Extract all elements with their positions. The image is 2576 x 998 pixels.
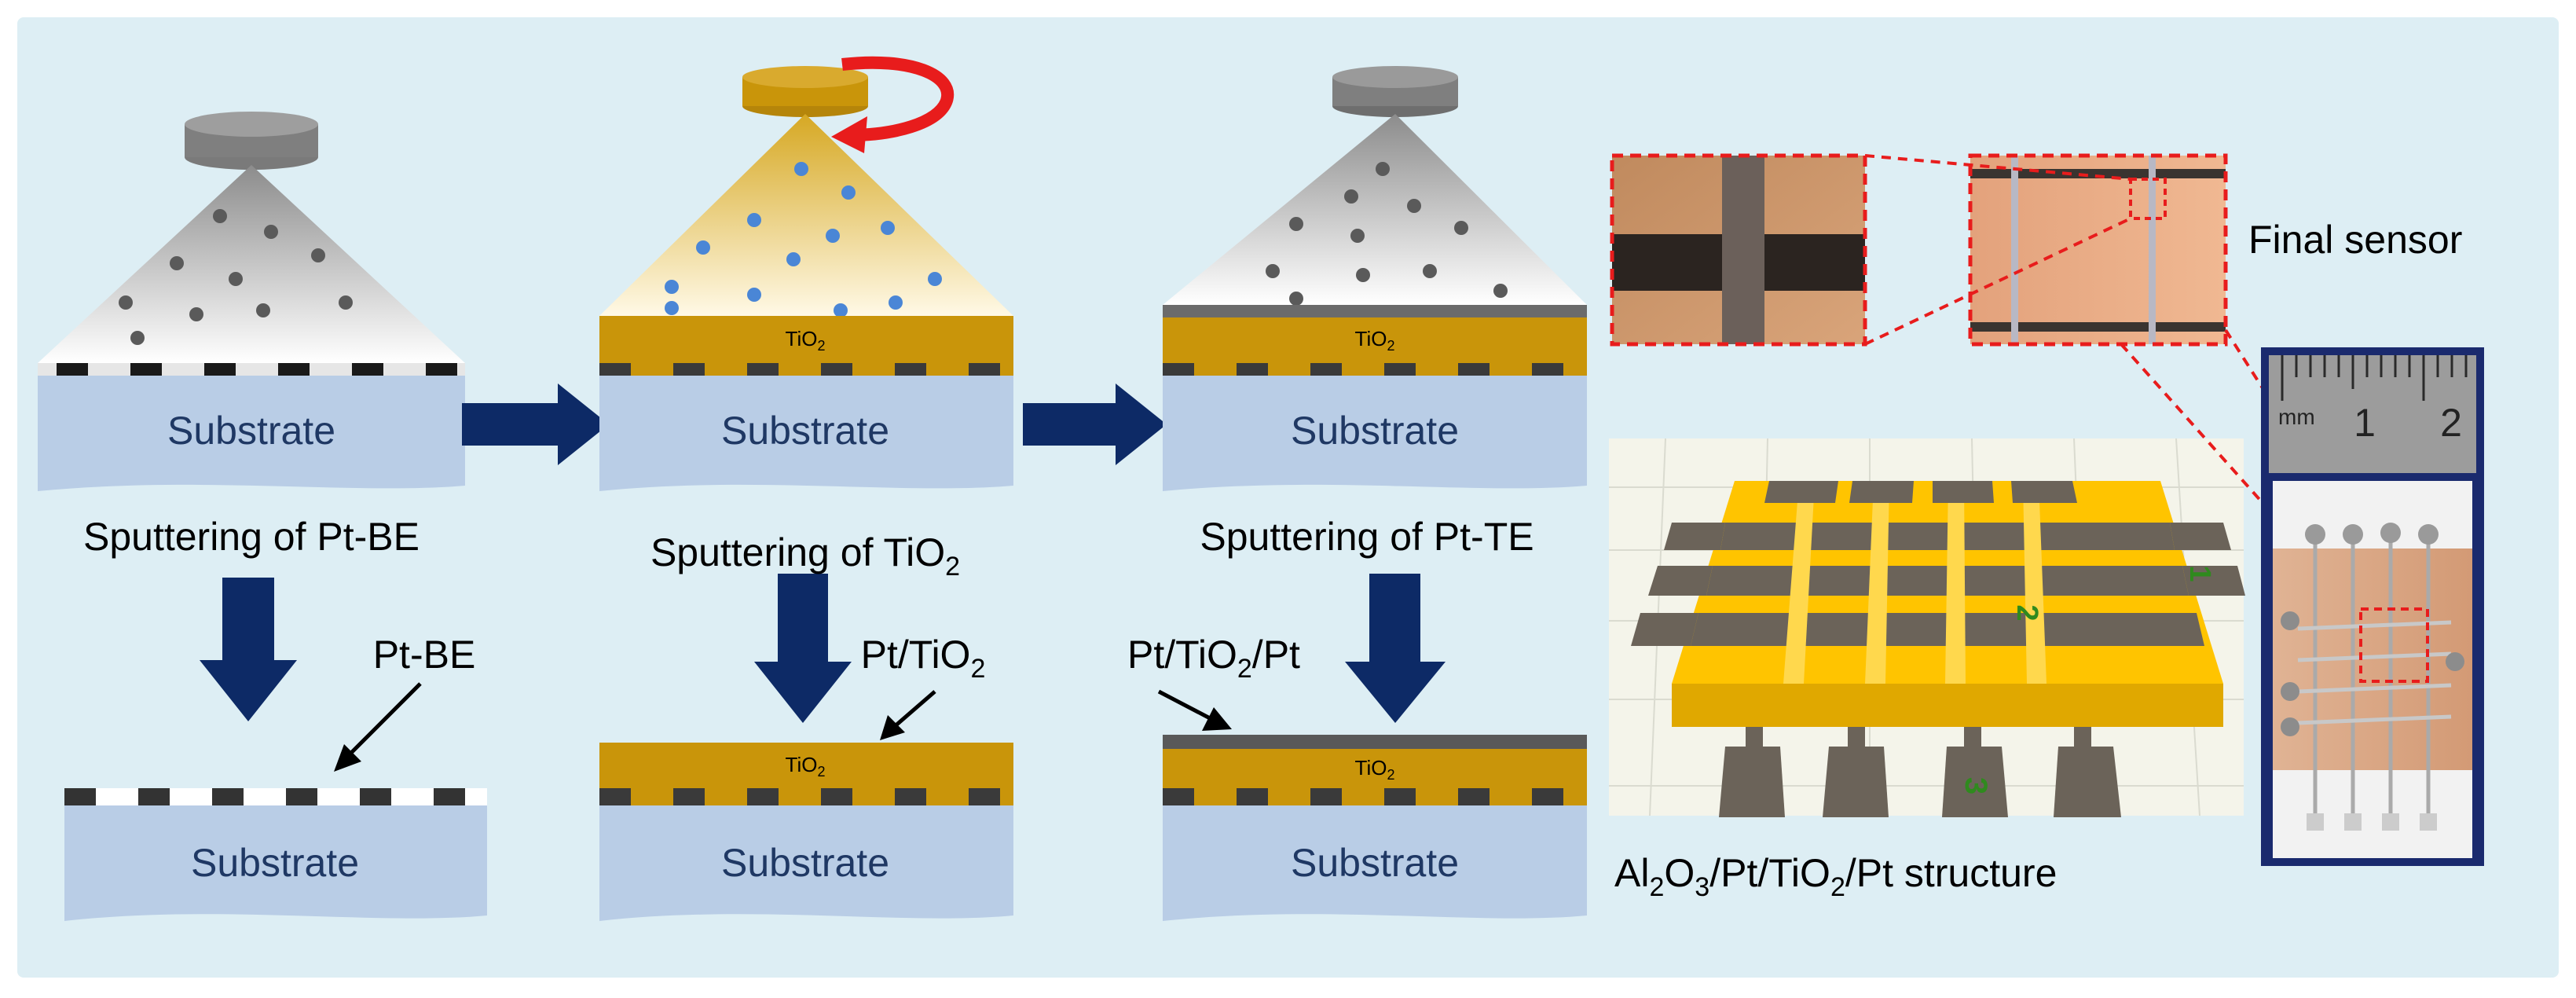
result2-pointer-head	[880, 715, 905, 740]
step1-electrode-stripes	[57, 363, 457, 376]
structure-model: 3 1 2 Al2O3	[1609, 438, 2245, 902]
rotation-arrowhead	[831, 116, 867, 153]
step1-result: Substrate Pt-BE	[64, 633, 487, 921]
step2-substrate-label: Substrate	[721, 409, 889, 453]
sensor-bottom-pads	[2307, 813, 2437, 831]
step2-tio2-label: TiO2	[786, 327, 826, 354]
result1-pointer-line	[348, 682, 422, 756]
model-label-2: 2	[2010, 604, 2043, 621]
step2-plume	[599, 114, 1013, 316]
ruler-unit: mm	[2278, 405, 2315, 429]
model-bottom-leads	[1746, 723, 2091, 747]
structure-label: Al2O3/Pt/TiO2/Pt structure	[1614, 851, 2057, 902]
model-label-1: 1	[2183, 565, 2216, 582]
result1-label: Pt-BE	[373, 633, 476, 677]
result2-electrode-stripes	[599, 788, 1000, 805]
result2-tio2-layer	[599, 743, 1013, 788]
sensor-top-bond-pads	[2305, 523, 2439, 545]
result2-substrate	[599, 805, 1013, 921]
sensor-photo: mm 1 2	[2261, 347, 2484, 866]
result3-tio2-layer	[1163, 749, 1587, 788]
result2-substrate-label: Substrate	[721, 841, 889, 885]
step3-tio2-label: TiO2	[1355, 327, 1395, 354]
result3-pointer-head	[1202, 707, 1232, 731]
step3-particles	[1266, 162, 1508, 306]
model-top-pads	[1764, 481, 2077, 503]
step1-sputter: Substrate Sputtering of Pt-BE	[38, 112, 465, 559]
rotation-arrow	[841, 56, 955, 141]
step3-plume	[1163, 114, 1587, 305]
ruler-ticks	[2281, 355, 2468, 401]
step3-tio2-layer	[1163, 317, 1587, 363]
microscope-overview-image	[1968, 153, 2228, 347]
step1-substrate-label: Substrate	[167, 409, 335, 453]
step1-caption: Sputtering of Pt-BE	[83, 515, 420, 559]
model-vertical-electrodes	[1783, 481, 2047, 684]
model-side-pads	[1631, 523, 2245, 646]
arrow-down-step2	[754, 574, 852, 723]
step1-plume	[38, 165, 465, 363]
step2-sputter: TiO2 Substrate Sputtering of TiO2	[599, 56, 1013, 582]
result1-electrode-stripes	[64, 788, 465, 805]
step1-electrode-layer	[38, 363, 465, 376]
result3-top-electrode	[1163, 735, 1587, 749]
ruler-mark-2: 2	[2440, 401, 2462, 445]
step2-electrode-stripes	[599, 363, 1000, 376]
step1-target-top	[185, 112, 318, 137]
result2-electrode-base	[599, 788, 1013, 805]
step2-substrate	[599, 376, 1013, 491]
ruler-mark-1: 1	[2354, 401, 2376, 445]
arrow-down-step3	[1345, 574, 1446, 723]
step1-substrate	[38, 376, 465, 491]
step3-sputter: TiO2 Substrate Sputtering of Pt-TE	[1163, 66, 1587, 559]
result1-electrode-layer	[64, 788, 487, 805]
zoom-box-small	[2129, 178, 2167, 220]
step1-particles	[119, 209, 353, 345]
step2-target-top	[742, 66, 868, 88]
step3-electrode-stripes	[1163, 363, 1563, 376]
result3-electrode-stripes	[1163, 788, 1563, 805]
model-base-side	[1672, 684, 2223, 727]
microscope-zoom-image	[1610, 153, 1867, 347]
model-label-3: 3	[1959, 777, 1993, 794]
result2-tio2-label: TiO2	[786, 753, 826, 780]
step3-result: TiO2 Substrate Pt/TiO2/Pt	[1127, 633, 1587, 921]
arrow-down-step1	[200, 578, 297, 721]
step2-electrode-base	[599, 363, 1013, 376]
sensor-horizontal-lines	[2297, 620, 2452, 725]
result2-pointer-line	[892, 690, 936, 728]
step3-target-top	[1332, 66, 1458, 88]
result3-electrode-base	[1163, 788, 1587, 805]
ruler	[2269, 355, 2476, 473]
step3-substrate-label: Substrate	[1291, 409, 1459, 453]
result3-tio2-label: TiO2	[1355, 756, 1395, 783]
step3-electrode-base	[1163, 363, 1587, 376]
result3-substrate-label: Substrate	[1291, 841, 1459, 885]
result3-pointer-line	[1157, 689, 1213, 721]
result2-label: Pt/TiO2	[861, 633, 986, 684]
arrow-step1-to-step2	[462, 383, 609, 465]
sensor-zoom-box	[2359, 607, 2429, 683]
result1-substrate-label: Substrate	[191, 841, 359, 885]
sensor-side-bond-pads	[2281, 611, 2464, 736]
result3-substrate	[1163, 805, 1587, 921]
step2-particles	[665, 162, 942, 317]
step2-caption: Sputtering of TiO2	[650, 530, 960, 582]
final-sensor-label: Final sensor	[2248, 218, 2462, 262]
result1-substrate	[64, 805, 487, 921]
step3-caption: Sputtering of Pt-TE	[1200, 515, 1534, 559]
model-bottom-pads	[1719, 747, 2121, 817]
step3-top-electrode	[1163, 305, 1587, 317]
result1-pointer-head	[334, 744, 361, 772]
step2-tio2-layer	[599, 316, 1013, 363]
step3-substrate	[1163, 376, 1587, 491]
step2-result: TiO2 Substrate Pt/TiO2	[599, 633, 1013, 921]
result3-label: Pt/TiO2/Pt	[1127, 633, 1300, 684]
arrow-step2-to-step3	[1023, 383, 1167, 465]
